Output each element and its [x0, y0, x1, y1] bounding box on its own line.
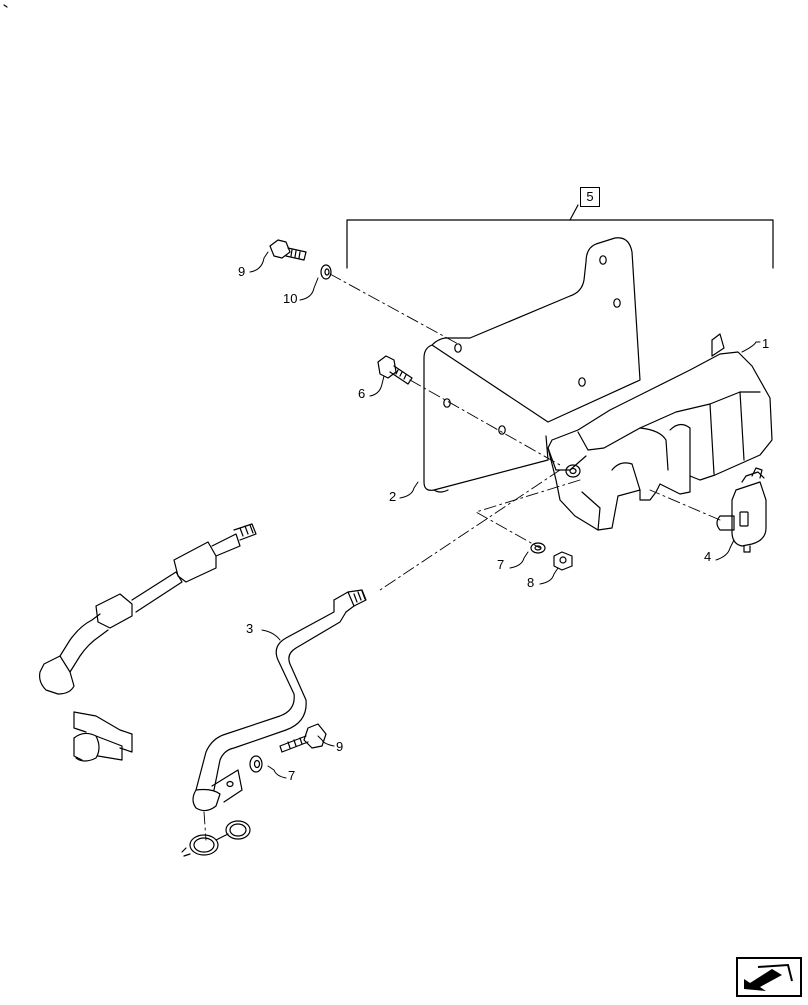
corner-mark [3, 4, 8, 8]
next-page-button[interactable] [736, 957, 802, 997]
callout-8: 8 [527, 575, 535, 590]
leader-lines [249, 251, 761, 779]
plate-hole [498, 425, 506, 435]
callout-6: 6 [358, 386, 366, 401]
mounting-plate [423, 237, 641, 493]
callout-2: 2 [389, 489, 397, 504]
callout-9-top: 9 [238, 264, 246, 279]
tank-mount-hole [565, 464, 581, 478]
hose-clip [73, 711, 133, 762]
washer-7-right [530, 542, 546, 554]
callout-3: 3 [246, 621, 254, 636]
plate-hole [599, 255, 607, 265]
bolt-9-bottom [279, 723, 327, 753]
plate-hole [613, 298, 621, 308]
hose-clamp [181, 820, 251, 857]
hose-assembly-left [39, 523, 257, 695]
callout-5: 5 [580, 187, 600, 207]
nut-8 [553, 551, 573, 571]
plate-hole [443, 398, 451, 408]
callout-7-right: 7 [497, 557, 505, 572]
assembly-bracket-5 [346, 204, 774, 269]
callout-4: 4 [704, 549, 712, 564]
plate-hole [454, 343, 462, 353]
bolt-6 [377, 355, 413, 385]
reservoir-tank [547, 333, 773, 531]
bolt-9-top [269, 239, 307, 261]
assembly-centerlines [203, 273, 721, 841]
washer-tube [192, 589, 367, 812]
washer-7-bottom [249, 755, 263, 773]
callout-1: 1 [762, 336, 770, 351]
plate-hole [578, 377, 586, 387]
washer-pump [716, 467, 767, 553]
callout-10: 10 [283, 291, 298, 306]
arrow-next-icon [744, 963, 793, 991]
washer-10 [320, 264, 332, 280]
callout-7-bottom: 7 [288, 768, 296, 783]
callout-9-bottom: 9 [336, 739, 344, 754]
